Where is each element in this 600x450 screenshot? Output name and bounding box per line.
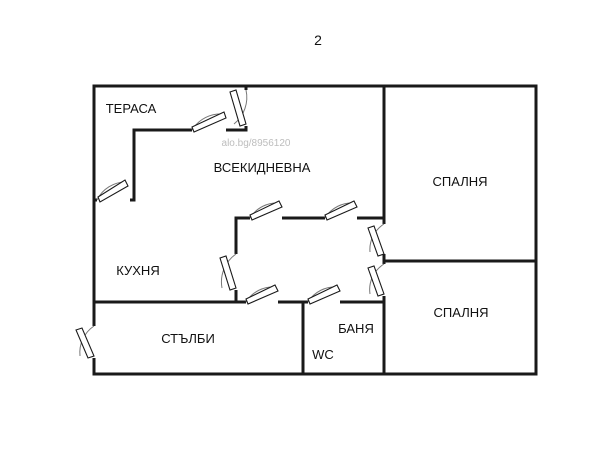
room-label-stairs: СТЪЛБИ	[161, 331, 215, 346]
page-number: 2	[314, 32, 322, 48]
room-label-terrace: ТЕРАСА	[106, 101, 157, 116]
room-label-bathroom: БАНЯ	[338, 321, 374, 336]
outer-walls	[92, 84, 538, 376]
room-label-living: ВСЕКИДНЕВНА	[214, 160, 311, 175]
watermark: alo.bg/8956120	[222, 138, 291, 149]
room-label-kitchen: КУХНЯ	[116, 263, 159, 278]
room-label-bedroom-bottom: СПАЛНЯ	[434, 305, 489, 320]
room-labels: ТЕРАСА ВСЕКИДНЕВНА КУХНЯ СПАЛНЯ СПАЛНЯ С…	[106, 101, 489, 362]
room-label-bedroom-top: СПАЛНЯ	[433, 174, 488, 189]
room-label-wc: WC	[312, 347, 334, 362]
doors	[75, 89, 387, 359]
